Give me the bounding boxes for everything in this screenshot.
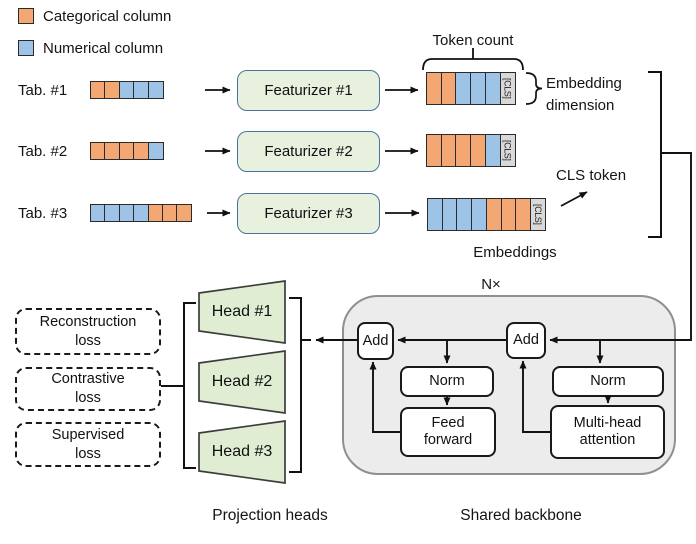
embeddings-bracket	[648, 71, 662, 238]
head-2-label: Head #2	[211, 373, 273, 390]
norm-1-label: Norm	[429, 373, 465, 389]
table1-columns	[90, 81, 164, 99]
embeddings-label: Embeddings	[473, 244, 557, 261]
add-1-label: Add	[362, 332, 389, 349]
numerical-cell	[147, 81, 164, 99]
norm-node-2: Norm	[552, 366, 664, 397]
featurizer-3-box: Featurizer #3	[237, 193, 380, 234]
add-node-2: Add	[506, 322, 546, 359]
token-count-label: Token count	[432, 32, 514, 49]
table2-columns	[90, 142, 164, 160]
n-times-label: N×	[481, 276, 501, 293]
norm-node-1: Norm	[400, 366, 494, 397]
embedding-row-3: [CLS]	[427, 198, 546, 231]
cls-cell-1: [CLS]	[499, 72, 516, 105]
token-count-brace	[422, 48, 524, 71]
embedding-2-cells	[426, 134, 502, 167]
embedding-row-1: [CLS]	[426, 72, 516, 105]
featurizer-3-label: Featurizer #3	[264, 205, 353, 222]
heads-left-bracket	[161, 302, 196, 469]
projection-heads-caption: Projection heads	[212, 507, 328, 524]
add-node-1: Add	[357, 322, 394, 360]
numerical-cell	[147, 142, 164, 160]
categorical-cell	[176, 204, 193, 222]
cls-token-label: CLS token	[556, 167, 627, 184]
table2-label: Tab. #2	[18, 143, 68, 160]
norm-2-label: Norm	[590, 373, 626, 389]
head-3-label: Head #3	[211, 443, 273, 460]
supervised-loss-label: Supervised loss	[51, 426, 125, 462]
table1-label: Tab. #1	[18, 82, 68, 99]
cls-cell-3: [CLS]	[529, 198, 546, 231]
categorical-legend-label: Categorical column	[43, 8, 172, 25]
heads-right-bracket	[289, 297, 311, 473]
featurizer-1-label: Featurizer #1	[264, 82, 353, 99]
embedding-1-cells	[426, 72, 502, 105]
cls-cell-2: [CLS]	[499, 134, 516, 167]
contrastive-loss-box: Contrastive loss	[15, 367, 161, 411]
table3-label: Tab. #3	[18, 205, 68, 222]
feed-forward-label: Feed forward	[423, 415, 473, 448]
cls-token-arrow	[560, 191, 588, 207]
add-2-label: Add	[513, 332, 539, 348]
numerical-legend-swatch	[18, 40, 34, 56]
head-1-label: Head #1	[211, 303, 273, 320]
supervised-loss-box: Supervised loss	[15, 422, 161, 467]
contrastive-loss-label: Contrastive loss	[51, 371, 125, 406]
numerical-legend-label: Numerical column	[43, 40, 164, 57]
embedding-dimension-brace	[525, 72, 543, 105]
embedding-row-2: [CLS]	[426, 134, 516, 167]
multi-head-attention-node: Multi-head attention	[550, 405, 665, 459]
categorical-legend-swatch	[18, 8, 34, 24]
reconstruction-loss-label: Reconstruction loss	[39, 313, 137, 349]
embedding-dimension-label: Embedding dimension	[546, 75, 622, 114]
feed-forward-node: Feed forward	[400, 407, 496, 457]
embedding-3-cells	[427, 198, 532, 231]
multi-head-attention-label: Multi-head attention	[573, 415, 642, 448]
featurizer-2-label: Featurizer #2	[264, 143, 353, 160]
featurizer-1-box: Featurizer #1	[237, 70, 380, 111]
featurizer-2-box: Featurizer #2	[237, 131, 380, 172]
reconstruction-loss-box: Reconstruction loss	[15, 308, 161, 355]
table3-columns	[90, 204, 193, 222]
shared-backbone-caption: Shared backbone	[460, 507, 582, 524]
